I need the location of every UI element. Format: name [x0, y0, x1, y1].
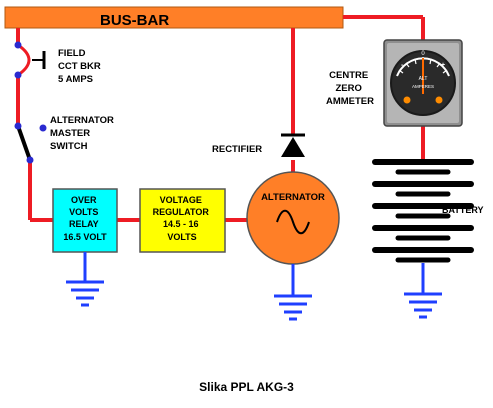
- ammeter-plus: +: [441, 62, 445, 69]
- ground-alternator-icon: [274, 264, 312, 321]
- regulator-label: VOLTAGE REGULATOR 14.5 - 16 VOLTS: [153, 195, 212, 242]
- ammeter-minus: -: [401, 62, 404, 69]
- alternator: [246, 171, 340, 265]
- battery: [372, 159, 474, 263]
- busbar-label: BUS-BAR: [100, 12, 169, 29]
- wiring: [16, 15, 425, 222]
- sine-wave-icon: [276, 209, 310, 235]
- rectifier-diode: [281, 133, 305, 157]
- ammeter-label: CENTRE ZERO AMMETER: [326, 70, 374, 107]
- over-volts-relay: [52, 188, 118, 253]
- relay-label: OVER VOLTS RELAY 16.5 VOLT: [63, 195, 107, 242]
- voltage-regulator: [139, 188, 226, 253]
- ammeter-face-text2: AMPERES: [412, 84, 434, 89]
- rectifier-label: RECTIFIER: [212, 144, 262, 155]
- alternator-label: ALTERNATOR: [261, 192, 325, 203]
- master-switch: [14, 122, 47, 164]
- centre-zero-ammeter: [383, 39, 463, 127]
- master-switch-label: ALTERNATOR MASTER SWITCH: [50, 115, 117, 152]
- field-breaker-label: FIELD CCT BKR 5 AMPS: [58, 48, 103, 85]
- ammeter-face-text1: ALT: [419, 76, 428, 82]
- ground-relay-icon: [66, 252, 104, 307]
- ammeter-zero: 0: [421, 51, 425, 57]
- field-breaker: [14, 41, 46, 79]
- ground-battery-icon: [404, 263, 442, 319]
- battery-label: BATTERY: [442, 205, 484, 215]
- figure-caption: Slika PPL AKG-3: [199, 380, 294, 394]
- busbar: [4, 6, 344, 29]
